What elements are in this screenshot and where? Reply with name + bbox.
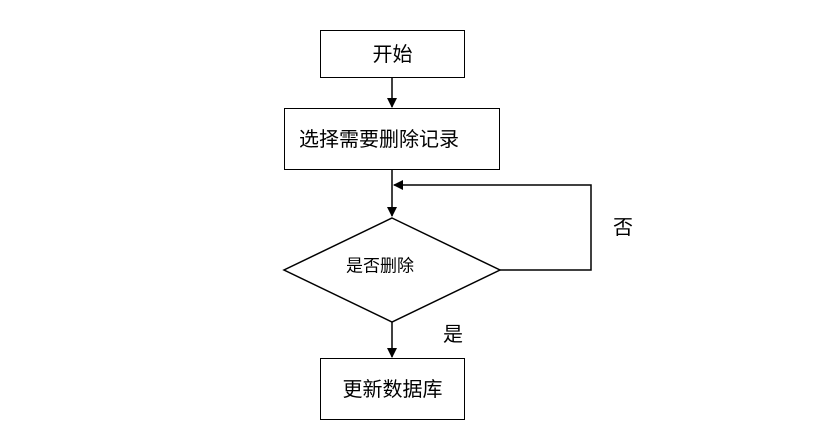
start-node-label: 开始 <box>372 42 413 66</box>
edge-label-yes: 是 <box>443 322 463 346</box>
start-node: 开始 <box>320 30 465 78</box>
update-db-node: 更新数据库 <box>320 358 465 420</box>
decision-node-label: 是否删除 <box>346 256 414 277</box>
update-db-node-label: 更新数据库 <box>342 377 443 401</box>
arrow-no-loop <box>393 180 592 271</box>
select-record-node-label: 选择需要删除记录 <box>299 127 459 151</box>
select-record-node: 选择需要删除记录 <box>284 108 500 170</box>
edge-label-no: 否 <box>613 215 633 239</box>
